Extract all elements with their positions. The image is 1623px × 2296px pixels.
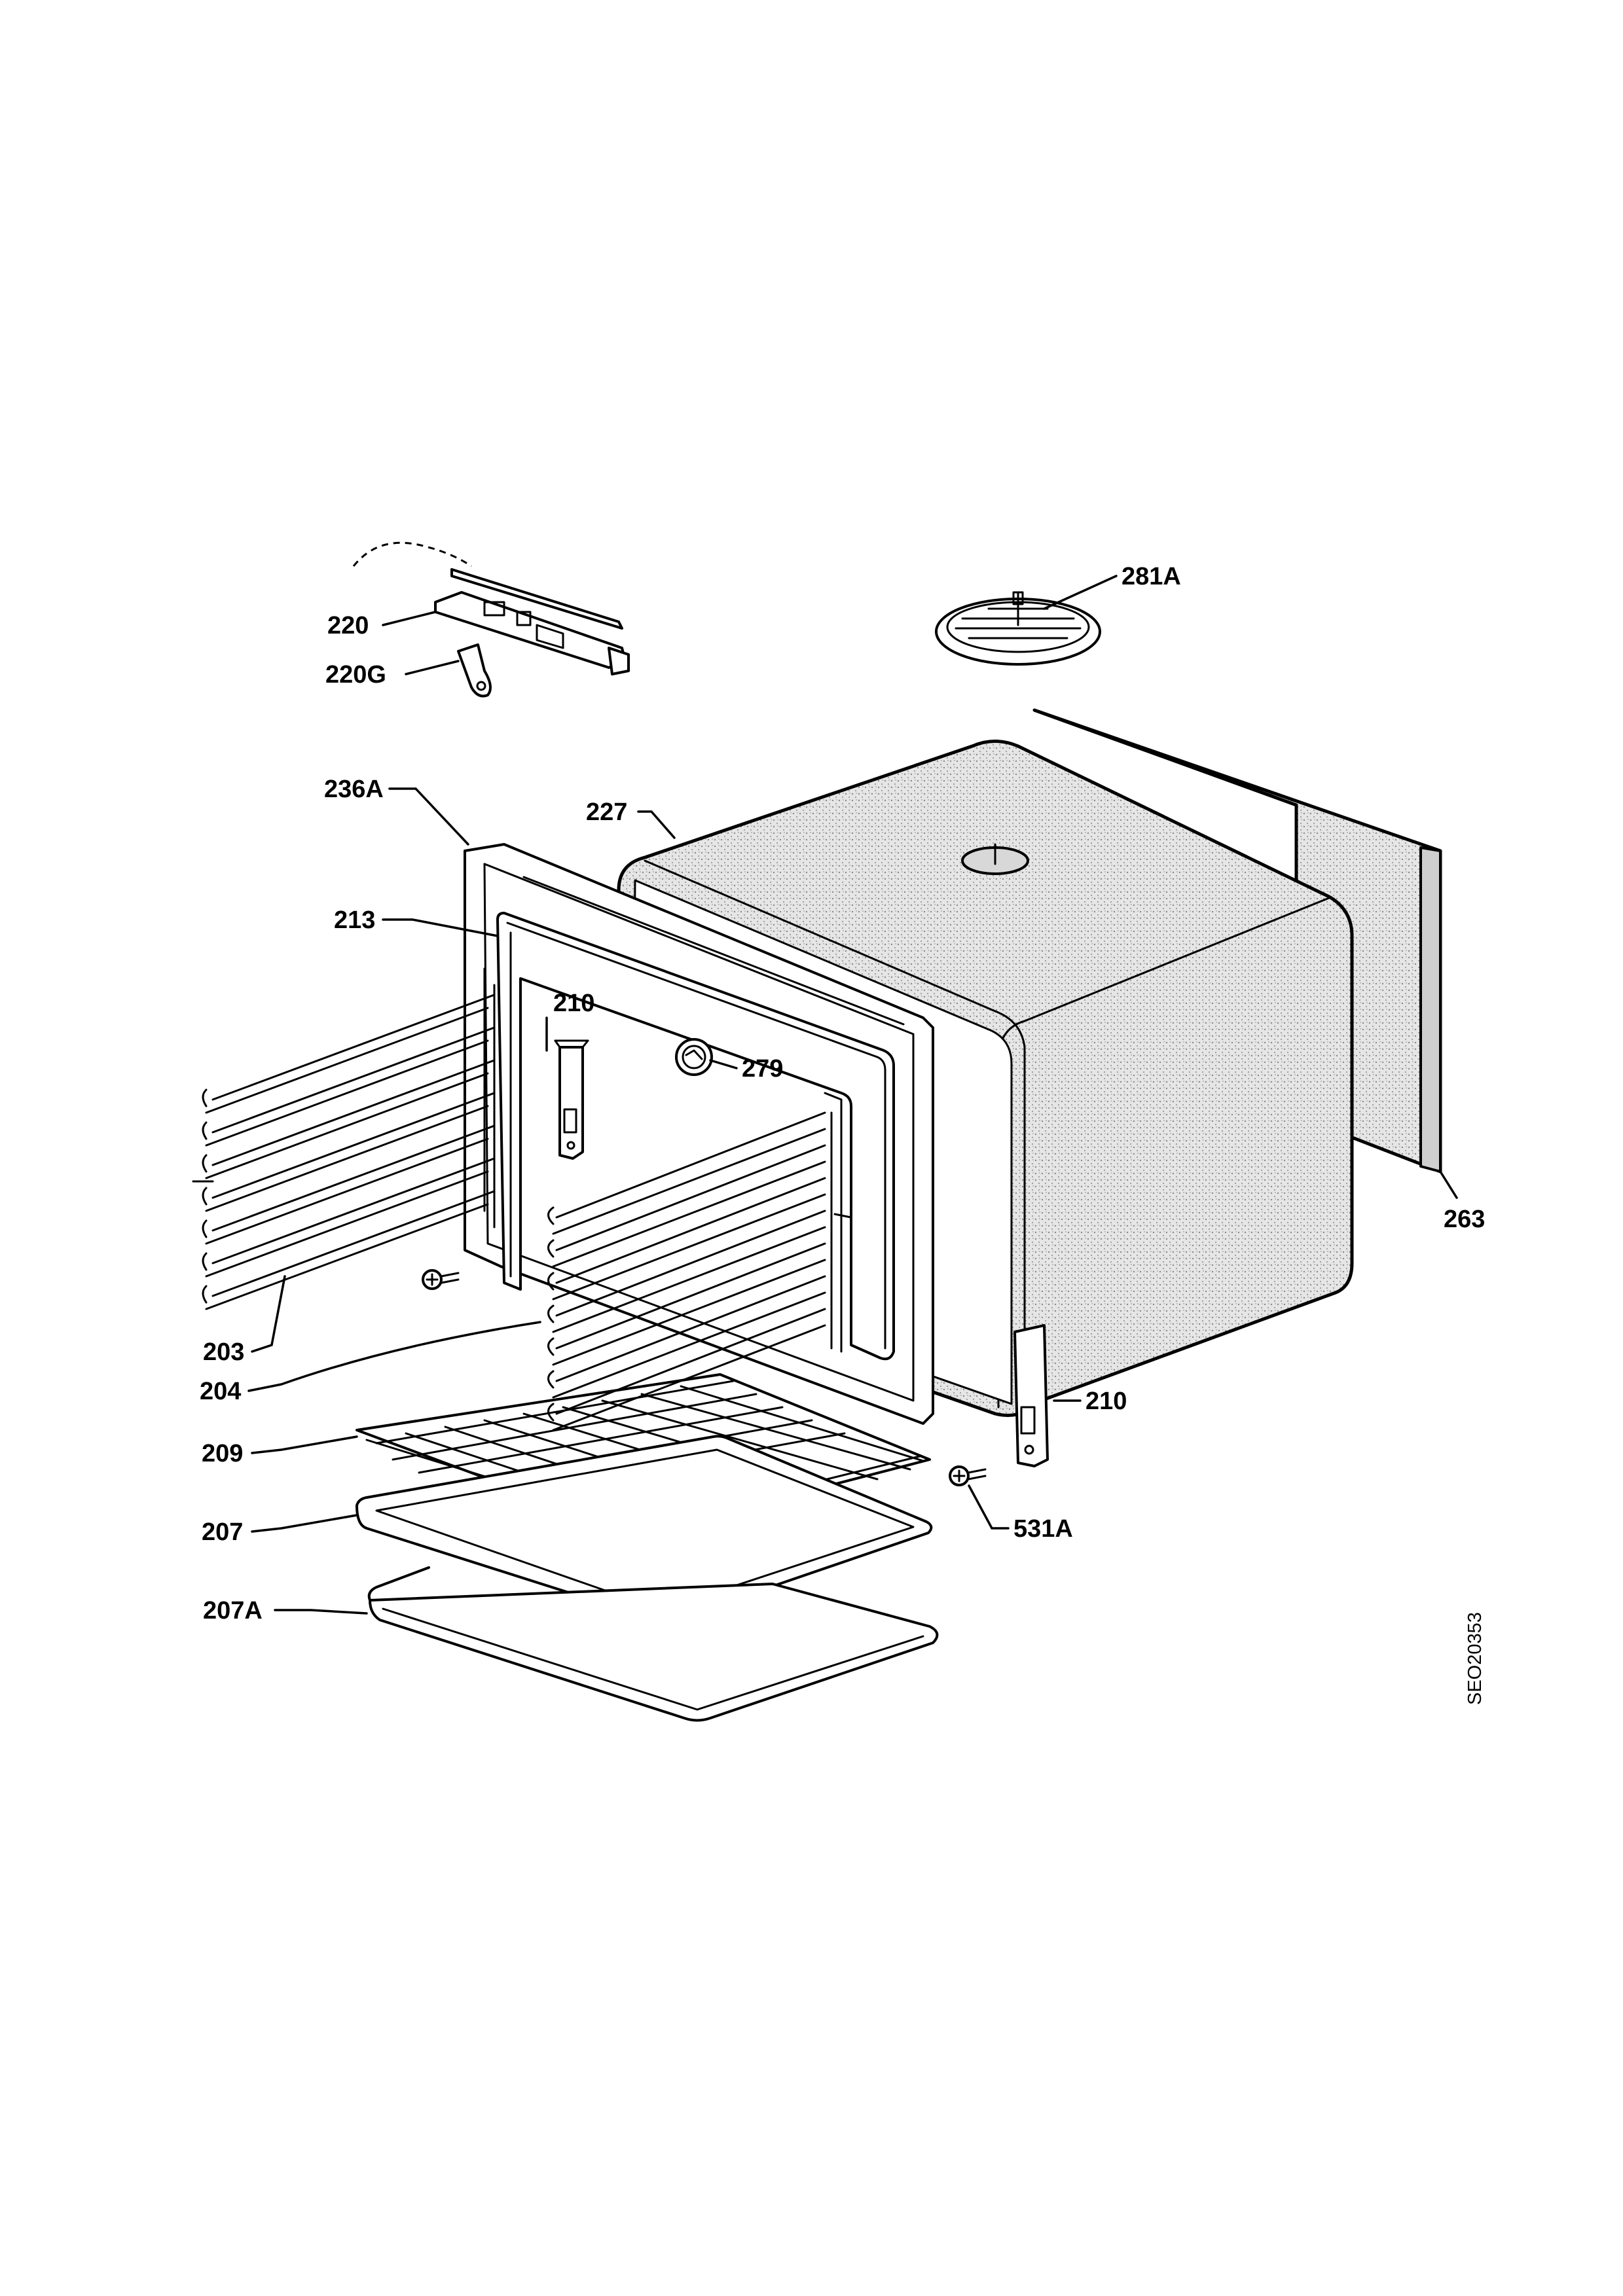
callout-220G: 220G <box>325 661 386 689</box>
part-204-right-shelf-support <box>547 1092 852 1431</box>
callout-236A: 236A <box>324 776 384 803</box>
callout-204: 204 <box>200 1378 241 1405</box>
part-203-left-shelf-support <box>192 967 496 1310</box>
callout-279: 279 <box>742 1055 783 1083</box>
callout-210-right: 210 <box>1085 1388 1127 1415</box>
drawing-code: SEO20353 <box>1465 1612 1486 1705</box>
callout-281A: 281A <box>1122 563 1181 590</box>
part-531A-screw-icon <box>949 1465 987 1486</box>
callout-210-left: 210 <box>553 990 594 1017</box>
screw-left-icon <box>422 1269 460 1290</box>
part-210-runner-bracket-right <box>1013 1324 1049 1467</box>
callout-263: 263 <box>1444 1206 1485 1233</box>
callout-531A: 531A <box>1013 1515 1073 1543</box>
part-207A-enamel-tray <box>367 1566 939 1722</box>
part-207-baking-tray <box>356 1435 933 1623</box>
part-210-runner-bracket-left <box>554 1039 589 1160</box>
callout-213: 213 <box>334 906 375 934</box>
callout-220: 220 <box>327 612 369 639</box>
callout-227: 227 <box>586 798 627 826</box>
callout-203: 203 <box>203 1338 244 1366</box>
part-213-door-seal <box>496 912 895 1361</box>
part-220-hinge-bracket <box>352 541 630 675</box>
part-281A-fan-cover <box>935 591 1101 666</box>
callout-209: 209 <box>202 1440 243 1467</box>
callout-207A: 207A <box>203 1597 263 1624</box>
part-220G-latch <box>457 643 492 698</box>
callout-207: 207 <box>202 1518 243 1546</box>
part-279-lamp-cover <box>675 1038 713 1076</box>
leader-lines <box>247 575 1458 1615</box>
